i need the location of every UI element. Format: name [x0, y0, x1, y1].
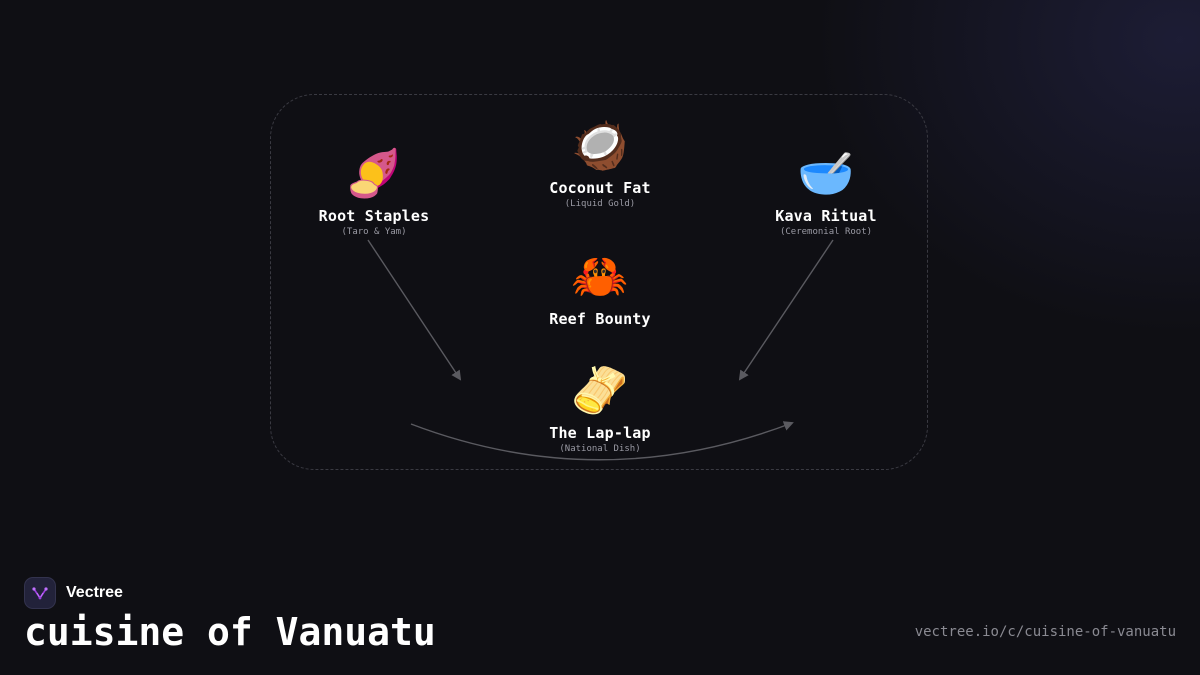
- brand-name: Vectree: [66, 584, 123, 601]
- brand: Vectree: [24, 577, 123, 609]
- edge-root-to-laplap: [367, 239, 462, 381]
- diagram-frame: [270, 94, 928, 470]
- node-sublabel: (National Dish): [559, 444, 641, 454]
- node-root-staples: 🍠 Root Staples (Taro & Yam): [274, 145, 474, 237]
- node-sublabel: (Taro & Yam): [341, 227, 407, 237]
- edge-kava-to-laplap: [738, 239, 834, 381]
- tamale-icon: 🫔: [571, 363, 629, 417]
- node-the-lap-lap: 🫔 The Lap-lap (National Dish): [500, 362, 700, 454]
- coconut-icon: 🥥: [571, 118, 629, 172]
- node-coconut-fat: 🥥 Coconut Fat (Liquid Gold): [500, 117, 700, 209]
- page-url[interactable]: vectree.io/c/cuisine-of-vanuatu: [914, 624, 1176, 640]
- node-label: Kava Ritual: [775, 207, 877, 225]
- node-reef-bounty: 🦀 Reef Bounty: [500, 248, 700, 328]
- node-label: Reef Bounty: [549, 310, 651, 328]
- node-label: The Lap-lap: [549, 424, 651, 442]
- node-label: Coconut Fat: [549, 179, 651, 197]
- page-title: cuisine of Vanuatu: [24, 610, 436, 654]
- node-sublabel: (Ceremonial Root): [779, 227, 873, 237]
- bowl-icon: 🥣: [797, 146, 855, 200]
- sweet-potato-icon: 🍠: [345, 146, 403, 200]
- crab-icon: 🦀: [571, 249, 629, 303]
- node-label: Root Staples: [318, 207, 430, 225]
- edge-root-to-kava: [410, 421, 794, 461]
- node-sublabel: (Liquid Gold): [564, 199, 636, 209]
- node-kava-ritual: 🥣 Kava Ritual (Ceremonial Root): [726, 145, 926, 237]
- vectree-logo-icon: [24, 577, 56, 609]
